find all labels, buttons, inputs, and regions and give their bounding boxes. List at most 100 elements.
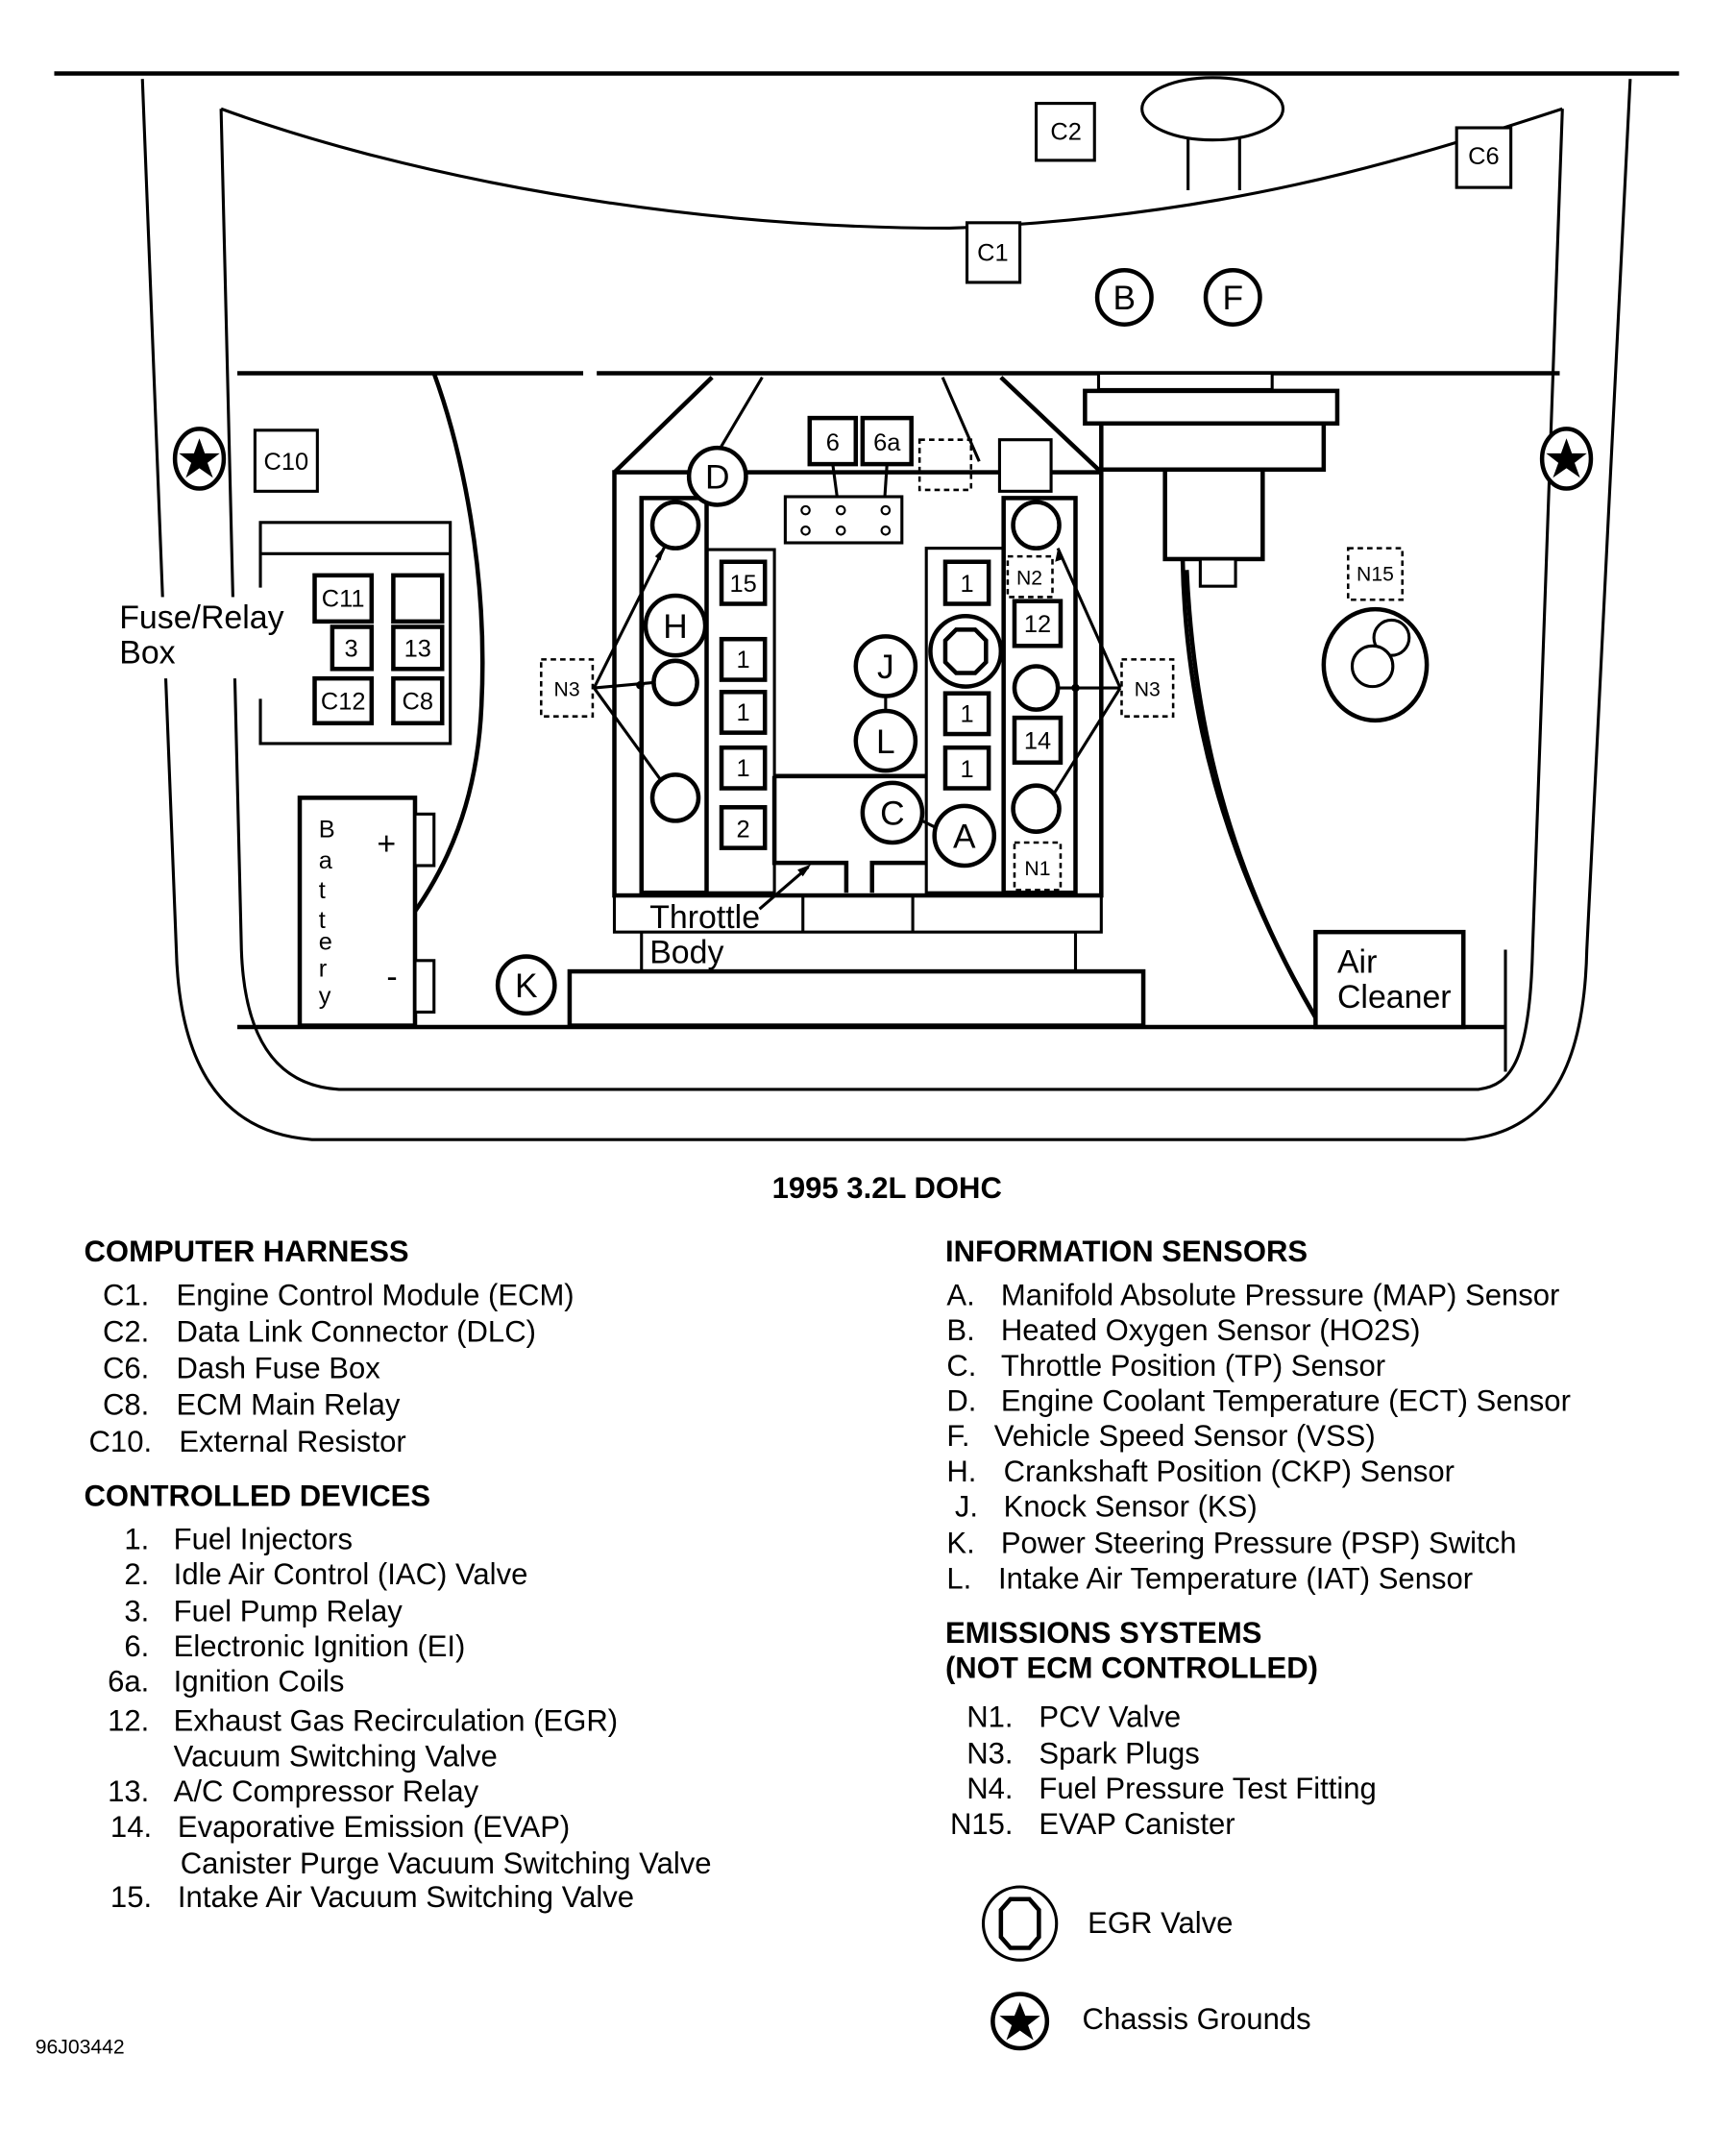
pcv-valve-n1-dashed[interactable]: N1 [1013, 841, 1063, 892]
svg-text:Knock Sensor (KS): Knock Sensor (KS) [1004, 1490, 1258, 1524]
fuel-injector-1[interactable]: 1 [942, 559, 991, 606]
sensor-d-circle[interactable]: D [686, 445, 748, 507]
svg-text:N4.: N4. [966, 1772, 1013, 1805]
svg-text:Air: Air [1337, 944, 1377, 981]
sensor-j-circle[interactable]: J [853, 634, 918, 698]
chassis-ground-icon[interactable] [172, 427, 227, 491]
fuel-injector-1[interactable]: 1 [719, 745, 768, 791]
svg-text:A/C Compressor Relay: A/C Compressor Relay [174, 1774, 479, 1808]
ignition-connector-block [783, 463, 904, 545]
legend-item: 13. A/C Compressor Relay [108, 1774, 479, 1808]
svg-text:C6.: C6. [103, 1352, 149, 1385]
left-strut-tower-arc [404, 372, 485, 924]
svg-text:2.: 2. [124, 1557, 149, 1591]
egr-vsv-12[interactable]: 12 [1012, 599, 1064, 648]
svg-text:a: a [319, 847, 333, 874]
svg-text:PCV Valve: PCV Valve [1039, 1700, 1181, 1733]
spark-plug-circle [1011, 500, 1062, 550]
legend-item: 3. Fuel Pump Relay [124, 1594, 403, 1627]
svg-text:Cleaner: Cleaner [1337, 979, 1452, 1015]
svg-text:-: - [386, 959, 397, 995]
egr-valve-icon[interactable] [928, 613, 1004, 689]
legend-item: K. Power Steering Pressure (PSP) Switch [946, 1527, 1516, 1560]
svg-text:C1: C1 [977, 239, 1008, 266]
svg-text:Heated Oxygen Sensor (HO2S): Heated Oxygen Sensor (HO2S) [1001, 1313, 1421, 1347]
fuel-pump-relay-3[interactable]: 3 [330, 624, 375, 672]
svg-text:Power Steering Pressure (PSP): Power Steering Pressure (PSP) Switch [1001, 1527, 1517, 1560]
ignition-coils-6a[interactable]: 6a [860, 415, 914, 467]
fuel-injector-1[interactable]: 1 [942, 691, 991, 737]
sensor-l-circle[interactable]: L [853, 708, 918, 773]
svg-text:C8: C8 [403, 689, 433, 716]
fuel-injector-1[interactable]: 1 [719, 690, 768, 735]
svg-text:C12: C12 [321, 689, 366, 716]
evap-canister[interactable] [1321, 606, 1430, 723]
throttle-body-label: Throttle Body [649, 864, 812, 971]
svg-text:L: L [876, 723, 895, 761]
c8-connector[interactable]: C8 [391, 675, 445, 726]
svg-text:N3: N3 [1135, 679, 1161, 701]
legend-controlled-devices: CONTROLLED DEVICES 1. Fuel Injectors 2. … [85, 1479, 712, 1914]
n3-left-dashed[interactable]: N3 [540, 658, 595, 718]
n3-right-leaders [1052, 548, 1122, 795]
svg-text:Vehicle Speed Sensor (VSS): Vehicle Speed Sensor (VSS) [994, 1419, 1376, 1453]
sensor-a-circle[interactable]: A [932, 803, 997, 869]
svg-text:H.: H. [946, 1455, 976, 1488]
c6-connector[interactable]: C6 [1455, 126, 1513, 189]
c11-connector[interactable]: C11 [312, 573, 375, 624]
outer-body-line [140, 79, 1632, 1141]
evap-purge-vsv-14[interactable]: 14 [1012, 715, 1064, 765]
svg-text:C2.: C2. [103, 1314, 149, 1348]
fuel-injector-1[interactable]: 1 [942, 745, 991, 791]
legend-item: L. Intake Air Temperature (IAT) Sensor [946, 1561, 1473, 1595]
c12-connector[interactable]: C12 [312, 675, 375, 726]
chassis-ground-icon[interactable] [1539, 427, 1594, 491]
sensor-h-circle[interactable]: H [643, 593, 708, 658]
ac-compressor-relay-13[interactable]: 13 [391, 624, 445, 672]
iac-valve-2[interactable]: 2 [719, 805, 768, 850]
fuel-injector-1[interactable]: 1 [719, 636, 768, 682]
cowl-panel-curve [220, 107, 1563, 231]
sensor-c-circle[interactable]: C [860, 780, 925, 845]
fuse-relay-box-label: Fuse/Relay Box [108, 597, 285, 679]
spark-plug-circle [651, 658, 699, 707]
svg-text:C6: C6 [1468, 143, 1499, 170]
sensor-b-circle[interactable]: B [1094, 267, 1154, 327]
svg-text:Fuel Pump Relay: Fuel Pump Relay [174, 1594, 403, 1627]
svg-text:B: B [319, 816, 335, 843]
air-duct-assembly [1083, 371, 1340, 1019]
intake-air-vsv-15[interactable]: 15 [719, 559, 768, 606]
legend-item: 15. Intake Air Vacuum Switching Valve [110, 1880, 634, 1914]
c10-connector[interactable]: C10 [253, 428, 319, 493]
electronic-ignition-6[interactable]: 6 [807, 415, 859, 467]
sensor-f-circle[interactable]: F [1203, 267, 1262, 327]
legend-item: D. Engine Coolant Temperature (ECT) Sens… [946, 1383, 1571, 1417]
fuse-relay-box[interactable]: C11 3 13 C12 C8 [258, 521, 452, 746]
battery[interactable]: B a t t e r y + - [297, 795, 436, 1028]
relay-blank [391, 573, 445, 624]
legend-item: F. Vehicle Speed Sensor (VSS) [946, 1419, 1375, 1453]
air-cleaner[interactable]: Air Cleaner [1313, 929, 1466, 1030]
svg-text:13: 13 [404, 636, 431, 663]
svg-text:N15.: N15. [950, 1807, 1014, 1841]
svg-text:Canister Purge Vacuum Switchin: Canister Purge Vacuum Switching Valve [181, 1847, 712, 1880]
sensor-k-circle[interactable]: K [495, 954, 557, 1016]
evap-canister-n15-dashed[interactable]: N15 [1346, 547, 1404, 601]
legend-symbols: EGR Valve Chassis Grounds [981, 1885, 1311, 2051]
svg-text:6a.: 6a. [108, 1665, 149, 1699]
svg-text:2: 2 [737, 816, 750, 843]
c1-connector[interactable]: C1 [966, 221, 1022, 284]
svg-text:K: K [515, 967, 538, 1005]
c2-connector[interactable]: C2 [1035, 102, 1096, 162]
legend-item: C2. Data Link Connector (DLC) [103, 1314, 536, 1348]
legend-computer-harness: COMPUTER HARNESS C1. Engine Control Modu… [85, 1235, 575, 1458]
n3-right-dashed[interactable]: N3 [1120, 658, 1175, 718]
svg-text:1: 1 [737, 755, 750, 782]
svg-text:e: e [319, 929, 332, 956]
legend-item: 6a. Ignition Coils [108, 1665, 344, 1699]
svg-text:6a: 6a [873, 429, 901, 456]
legend-item: B. Heated Oxygen Sensor (HO2S) [946, 1313, 1420, 1347]
svg-text:Throttle: Throttle [649, 899, 760, 936]
n2-dashed[interactable]: N2 [1006, 554, 1054, 599]
figure-id: 96J03442 [36, 2037, 125, 2059]
